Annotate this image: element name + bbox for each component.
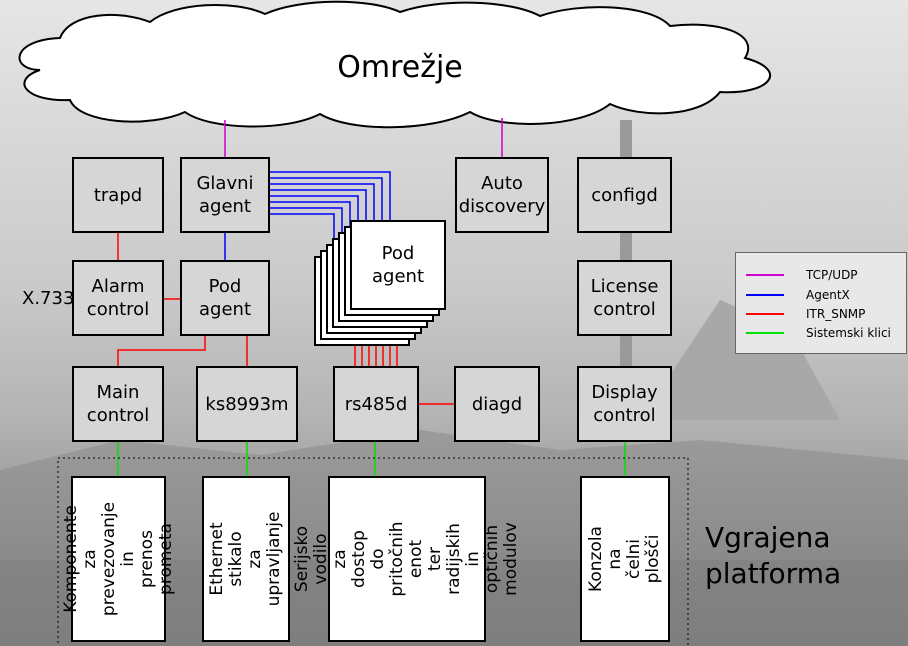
legend-item-syscalls: Sistemski klici: [746, 325, 906, 340]
x733-label: X.733: [22, 288, 75, 309]
console-box: Konzola na čelni plošči: [580, 476, 670, 642]
legend-item-tcp: TCP/UDP: [746, 267, 906, 282]
pod-agent-box: Pod agent: [180, 260, 270, 336]
pod-agent-stack-front: Pod agent: [350, 220, 446, 310]
legend: TCP/UDP AgentX ITR_SNMP Sistemski klici: [735, 252, 907, 354]
components-box: Komponente za prevezovanje in prenos pro…: [61, 476, 176, 642]
display-control-box: Display control: [577, 366, 672, 442]
platform-border: [57, 457, 689, 646]
legend-label-agentx: AgentX: [806, 287, 850, 302]
alarm-control-box: Alarm control: [72, 260, 164, 336]
serial-bus-box: Serijsko vodilo za dostop do pritočnih e…: [292, 476, 521, 642]
diagd-box: diagd: [454, 366, 540, 442]
platform-label: Vgrajena platforma: [705, 521, 842, 590]
trapd-box: trapd: [72, 157, 164, 233]
legend-swatch-tcp: [746, 273, 784, 276]
legend-label-syscalls: Sistemski klici: [806, 325, 891, 340]
glavni-agent-box: Glavni agent: [180, 157, 270, 233]
network-cloud-shape: [18, 0, 771, 129]
legend-swatch-agentx: [746, 293, 784, 296]
auto-discovery-box: Auto discovery: [455, 157, 549, 233]
console-text: Konzola na čelni plošči: [586, 526, 663, 592]
ethernet-box: Ethernet stikalo za upravljanje: [202, 476, 290, 642]
legend-label-tcp: TCP/UDP: [806, 267, 858, 282]
legend-item-agentx: AgentX: [746, 287, 906, 302]
snmp-line-pod-main: [117, 336, 206, 366]
legend-swatch-snmp: [746, 312, 784, 315]
ks8993m-box: ks8993m: [196, 366, 298, 442]
license-control-box: License control: [577, 260, 672, 336]
ethernet-text: Ethernet stikalo za upravljanje: [207, 511, 284, 607]
serial-bus-text: Serijsko vodilo za dostop do pritočnih e…: [292, 521, 521, 597]
main-control-box: Main control: [72, 366, 164, 442]
components-text: Komponente za prevezovanje in prenos pro…: [60, 501, 176, 617]
configd-box: configd: [577, 157, 672, 233]
legend-label-snmp: ITR_SNMP: [806, 306, 866, 321]
legend-swatch-syscalls: [746, 331, 784, 334]
network-cloud-label: Omrežje: [337, 50, 463, 85]
rs485d-box: rs485d: [333, 366, 419, 442]
legend-item-snmp: ITR_SNMP: [746, 306, 906, 321]
